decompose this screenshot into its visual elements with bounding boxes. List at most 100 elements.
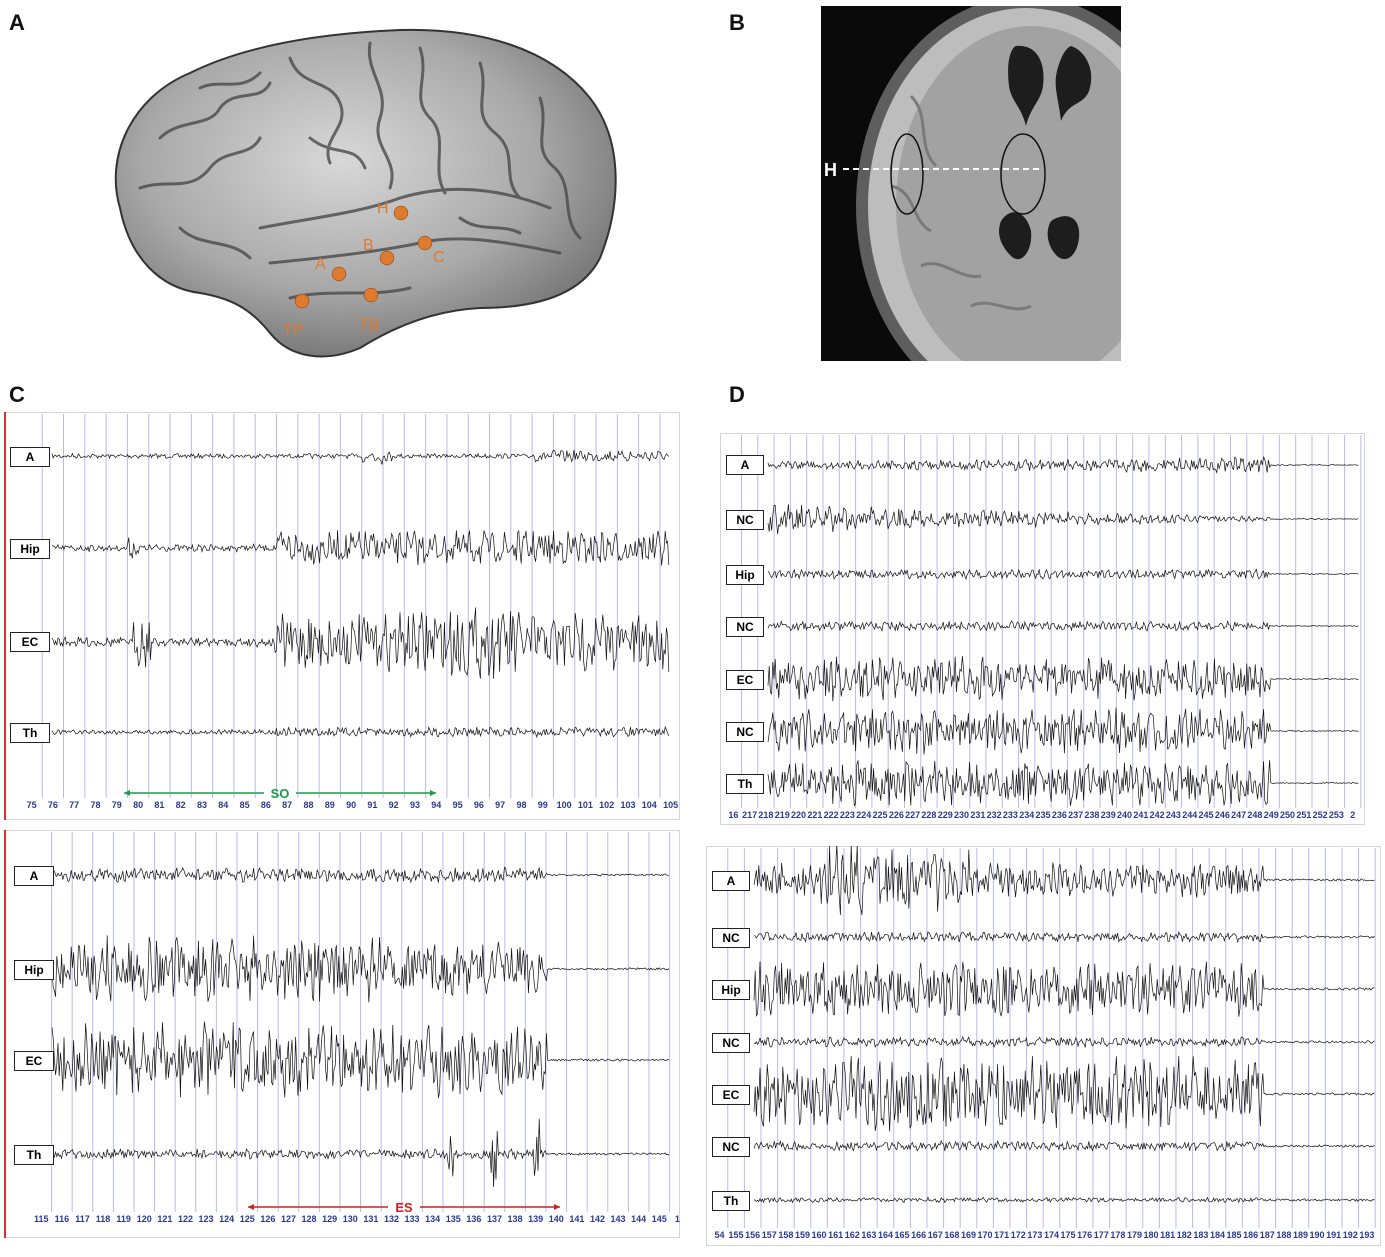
eeg-tick-label: 14 (675, 1214, 680, 1224)
eeg-tick-label: 166 (911, 1230, 926, 1240)
eeg-tick-label: 90 (346, 800, 356, 810)
eeg-tick-label: 143 (611, 1214, 626, 1224)
eeg-tick-label: 80 (133, 800, 143, 810)
eeg-trace (767, 504, 1359, 535)
eeg-tick-label: 251 (1296, 810, 1311, 820)
eeg-tick-label: 223 (840, 810, 855, 820)
electrode-marker-b (379, 250, 395, 266)
channel-label-th: Th (14, 1145, 54, 1165)
eeg-tick-label: 78 (90, 800, 100, 810)
eeg-trace (767, 707, 1359, 755)
eeg-tick-label: 232 (987, 810, 1002, 820)
eeg-tick-label: 242 (1150, 810, 1165, 820)
eeg-tick-label: 139 (528, 1214, 543, 1224)
eeg-trace (51, 1118, 670, 1188)
channel-label-ec: EC (10, 632, 50, 652)
eeg-tick-label: 54 (714, 1230, 724, 1240)
eeg-tick-label: 245 (1199, 810, 1214, 820)
eeg-tick-label: 84 (218, 800, 228, 810)
eeg-tick-label: 190 (1310, 1230, 1325, 1240)
eeg-tick-label: 165 (895, 1230, 910, 1240)
eeg-tick-label: 132 (384, 1214, 399, 1224)
eeg-tick-label: 144 (631, 1214, 646, 1224)
channel-label-nc: NC (726, 617, 764, 637)
eeg-tick-label: 130 (343, 1214, 358, 1224)
eeg-tick-label: 253 (1329, 810, 1344, 820)
eeg-tick-label: 183 (1193, 1230, 1208, 1240)
eeg-tick-label: 96 (474, 800, 484, 810)
mri-h-label: H (824, 160, 837, 180)
channel-label-ec: EC (726, 670, 764, 690)
eeg-tick-label: 87 (282, 800, 292, 810)
eeg-tick-label: 157 (762, 1230, 777, 1240)
electrode-markers (294, 205, 433, 309)
eeg-tick-label: 234 (1019, 810, 1034, 820)
region-ellipse-right (1000, 133, 1046, 215)
eeg-tick-label: 178 (1110, 1230, 1125, 1240)
channel-label-hip: Hip (712, 980, 750, 1000)
eeg-tick-label: 171 (994, 1230, 1009, 1240)
electrode-marker-a (331, 266, 347, 282)
eeg-tick-label: 122 (178, 1214, 193, 1224)
channel-label-hip: Hip (14, 960, 54, 980)
eeg-tick-label: 76 (48, 800, 58, 810)
electrode-marker-tp (294, 293, 310, 309)
panel-letter-a: A (9, 10, 25, 35)
eeg-tick-label: 77 (69, 800, 79, 810)
eeg-tick-label: 128 (302, 1214, 317, 1224)
eeg-tick-label: 94 (431, 800, 441, 810)
eeg-tick-label: 222 (824, 810, 839, 820)
eeg-tick-label: 136 (466, 1214, 481, 1224)
eeg-tick-label: 102 (599, 800, 614, 810)
panel-letter-d: D (729, 382, 745, 407)
eeg-trace (753, 846, 1375, 916)
eeg-tick-label: 172 (1011, 1230, 1026, 1240)
eeg-tick-label: 115 (34, 1214, 49, 1224)
eeg-tick-label: 135 (446, 1214, 461, 1224)
eeg-tick-label: 138 (508, 1214, 523, 1224)
eeg-tick-label: 252 (1313, 810, 1328, 820)
eeg-trace (767, 568, 1359, 581)
eeg-tick-label: 145 (652, 1214, 667, 1224)
channel-label-a: A (10, 447, 50, 467)
eeg-tick-label: 119 (116, 1214, 131, 1224)
eeg-tick-label: 224 (856, 810, 871, 820)
eeg-tick-label: 247 (1231, 810, 1246, 820)
eeg-tick-label: 101 (578, 800, 593, 810)
eeg-tick-label: 220 (791, 810, 806, 820)
eeg-trace (753, 1196, 1375, 1204)
eeg-tick-label: 235 (1036, 810, 1051, 820)
eeg-tick-label: 100 (557, 800, 572, 810)
eeg-tick-label: 123 (199, 1214, 214, 1224)
eeg-tick-label: 191 (1326, 1230, 1341, 1240)
eeg-tick-label: 75 (27, 800, 37, 810)
eeg-tick-label: 79 (112, 800, 122, 810)
eeg-tick-label: 163 (861, 1230, 876, 1240)
eeg-tick-label: 187 (1260, 1230, 1275, 1240)
eeg-tick-label: 246 (1215, 810, 1230, 820)
eeg-tick-label: 241 (1133, 810, 1148, 820)
eeg-frame (4, 830, 680, 1238)
eeg-tick-label: 229 (938, 810, 953, 820)
eeg-tick-label: 16 (728, 810, 738, 820)
eeg-tick-label: 95 (453, 800, 463, 810)
eeg-tick-label: 237 (1068, 810, 1083, 820)
eeg-tick-label: 186 (1243, 1230, 1258, 1240)
eeg-tick-label: 192 (1343, 1230, 1358, 1240)
eeg-tick-label: 120 (137, 1214, 152, 1224)
eeg-trace (51, 935, 670, 1003)
eeg-tick-label: 240 (1117, 810, 1132, 820)
channel-label-th: Th (712, 1191, 750, 1211)
eeg-tick-label: 117 (75, 1214, 90, 1224)
eeg-tick-label: 160 (812, 1230, 827, 1240)
channel-label-a: A (14, 866, 54, 886)
eeg-trace (767, 760, 1359, 807)
eeg-tick-label: 181 (1160, 1230, 1175, 1240)
eeg-tick-label: 159 (795, 1230, 810, 1240)
channel-label-th: Th (726, 774, 764, 794)
eeg-tick-label: 162 (845, 1230, 860, 1240)
